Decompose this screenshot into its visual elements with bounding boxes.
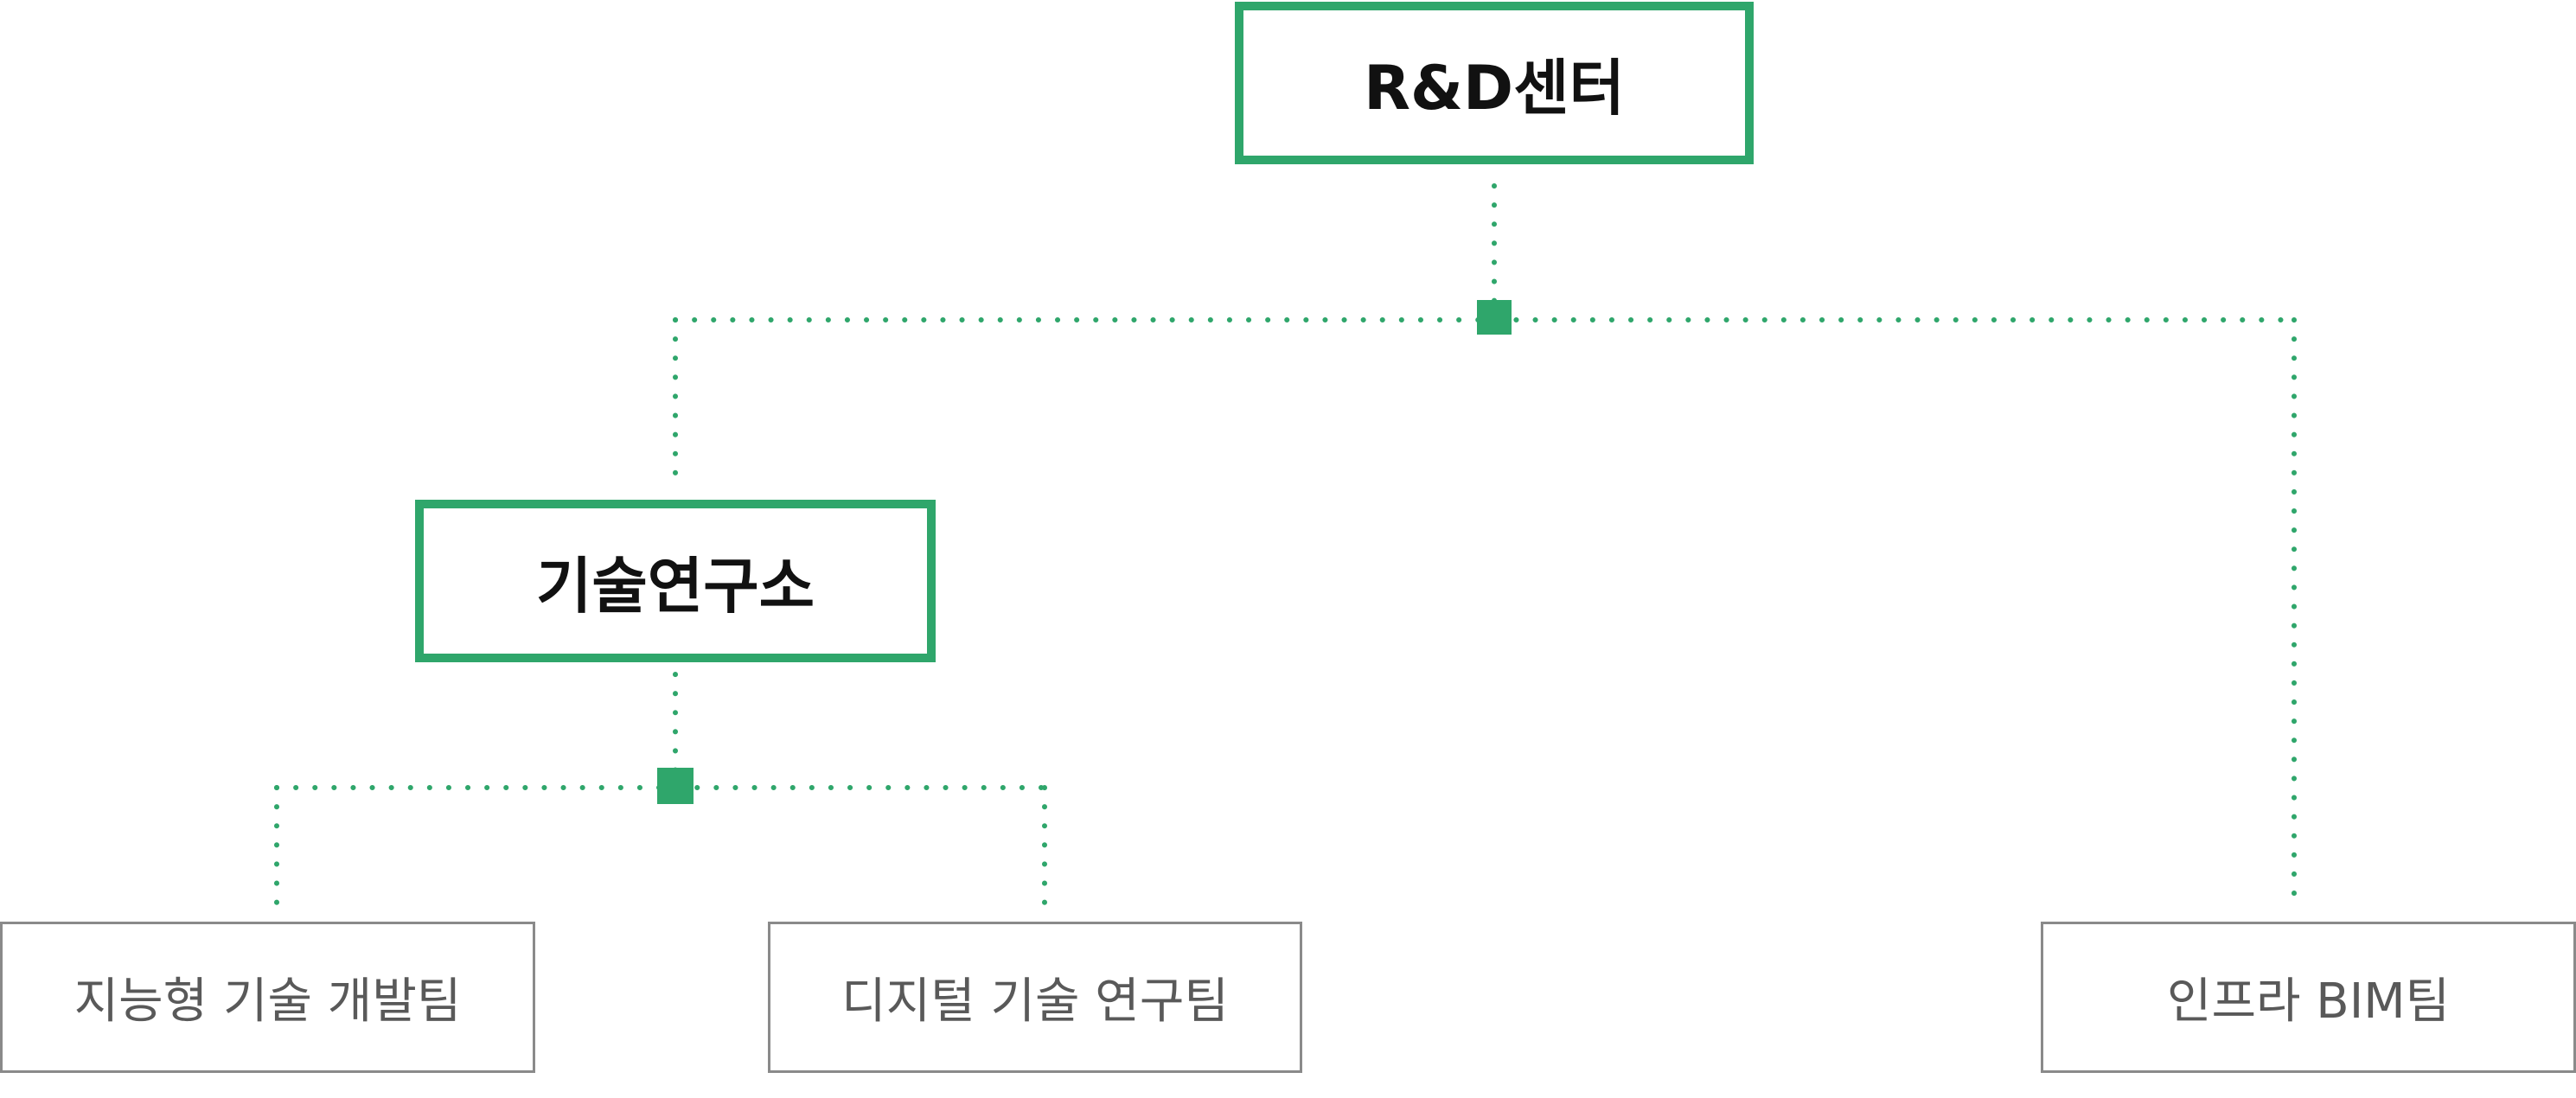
org-node-rd-center: R&D센터 xyxy=(1235,2,1754,164)
junction-node-rd xyxy=(1477,300,1512,335)
org-node-label: 지능형 기술 개발팀 xyxy=(74,974,462,1030)
org-node-tech-lab: 기술연구소 xyxy=(415,500,936,662)
org-node-infra-bim-team: 인프라 BIM팀 xyxy=(2041,922,2576,1073)
org-node-label: 디지털 기술 연구팀 xyxy=(841,974,1229,1030)
org-node-label: R&D센터 xyxy=(1364,52,1625,124)
org-node-intelligent-tech-team: 지능형 기술 개발팀 xyxy=(0,922,535,1073)
org-node-label: 인프라 BIM팀 xyxy=(2166,974,2451,1030)
org-node-label: 기술연구소 xyxy=(536,550,815,622)
org-node-digital-tech-team: 디지털 기술 연구팀 xyxy=(768,922,1302,1073)
junction-node-lab xyxy=(657,768,694,804)
